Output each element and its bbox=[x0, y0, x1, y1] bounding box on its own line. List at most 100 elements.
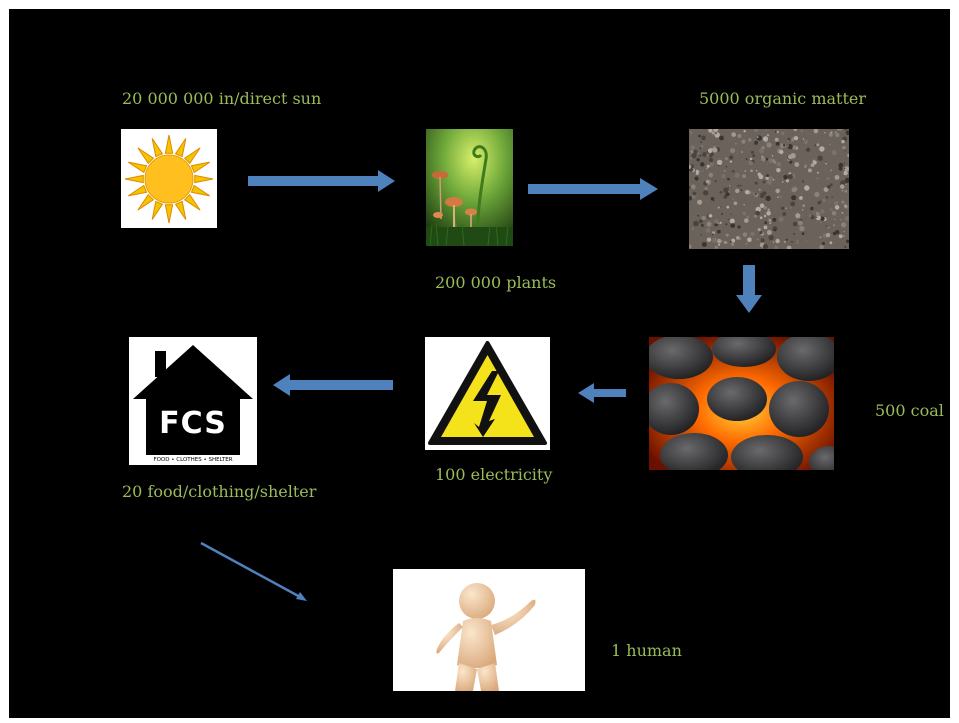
soil-grain bbox=[791, 138, 795, 142]
organic-label: 5000 organic matter bbox=[699, 89, 867, 108]
soil-grain bbox=[843, 162, 846, 165]
soil-grain bbox=[787, 145, 789, 147]
soil-grain bbox=[808, 214, 812, 218]
soil-grain bbox=[833, 224, 835, 226]
soil-grain bbox=[710, 152, 714, 156]
plants-photo bbox=[426, 129, 513, 246]
soil-grain bbox=[742, 232, 748, 237]
soil-grain bbox=[755, 210, 760, 216]
soil-grain bbox=[759, 203, 765, 208]
soil-grain bbox=[758, 174, 764, 180]
soil-grain bbox=[825, 232, 831, 238]
soil-grain bbox=[715, 132, 717, 135]
soil-grain bbox=[730, 223, 736, 228]
soil-grain bbox=[844, 245, 847, 249]
soil-grain bbox=[772, 159, 776, 163]
soil-grain bbox=[725, 192, 730, 197]
soil-grain bbox=[775, 238, 780, 244]
sun-label: 20 000 000 in/direct sun bbox=[122, 89, 322, 108]
soil-grain bbox=[772, 241, 775, 243]
soil-grain bbox=[810, 206, 814, 211]
soil-grain bbox=[693, 220, 699, 227]
soil-grain bbox=[845, 130, 849, 136]
soil-grain bbox=[833, 218, 836, 221]
soil-grain bbox=[835, 133, 840, 137]
soil-grain bbox=[727, 177, 730, 181]
soil-grain bbox=[790, 201, 796, 207]
soil-grain bbox=[726, 205, 730, 209]
soil-grain bbox=[746, 215, 750, 219]
soil-grain bbox=[844, 177, 849, 183]
soil-grain bbox=[844, 189, 848, 193]
soil-grain bbox=[701, 242, 707, 247]
soil-grain bbox=[838, 166, 843, 171]
sun-ray bbox=[151, 200, 164, 220]
soil-grain bbox=[764, 221, 768, 225]
soil-grain bbox=[765, 195, 771, 201]
soil-grain bbox=[814, 144, 817, 147]
soil-grain bbox=[708, 157, 714, 163]
soil-grain bbox=[805, 147, 811, 152]
soil-grain bbox=[837, 129, 840, 131]
soil-grain bbox=[766, 179, 772, 185]
soil-grain bbox=[763, 214, 767, 218]
soil-grain bbox=[700, 162, 705, 167]
soil-grain bbox=[821, 242, 825, 245]
soil-grain bbox=[827, 226, 830, 230]
soil-grain bbox=[691, 153, 697, 159]
soil-grain bbox=[771, 155, 774, 157]
soil-grain bbox=[842, 145, 846, 150]
soil-grain bbox=[833, 201, 839, 206]
sun-ray bbox=[174, 200, 187, 220]
soil-grain bbox=[728, 186, 730, 188]
soil-grain bbox=[841, 190, 844, 192]
soil-grain bbox=[748, 160, 754, 166]
soil-grain bbox=[717, 229, 721, 234]
soil-grain bbox=[700, 141, 703, 144]
soil-grain bbox=[768, 219, 772, 222]
sun-ray bbox=[183, 193, 201, 211]
soil-grain bbox=[813, 129, 819, 134]
soil-grain bbox=[814, 191, 820, 198]
soil-grain bbox=[706, 237, 712, 242]
soil-grain bbox=[735, 248, 737, 249]
soil-grain bbox=[745, 190, 750, 195]
soil-grain bbox=[706, 221, 712, 227]
soil-grain bbox=[697, 152, 700, 154]
soil-grain bbox=[825, 225, 828, 227]
soil-grain bbox=[845, 183, 847, 185]
soil-grain bbox=[728, 140, 731, 142]
electricity-label: 100 electricity bbox=[435, 465, 553, 484]
sun-ray bbox=[137, 193, 155, 211]
soil-grain bbox=[825, 162, 827, 165]
soil-grain bbox=[819, 236, 822, 239]
soil-grain bbox=[733, 201, 738, 206]
soil-grain bbox=[773, 229, 777, 232]
soil-grain bbox=[774, 131, 777, 133]
sun-ray bbox=[128, 184, 148, 197]
soil-grain bbox=[761, 155, 764, 158]
soil-grain bbox=[819, 146, 825, 152]
soil-grain bbox=[766, 163, 768, 165]
soil-grain bbox=[787, 144, 793, 150]
soil-grain bbox=[711, 131, 715, 135]
soil-grain bbox=[699, 154, 702, 157]
soil-grain bbox=[762, 180, 766, 184]
soil-grain bbox=[842, 235, 845, 238]
soil-grain bbox=[725, 157, 728, 160]
soil-grain bbox=[735, 153, 737, 155]
soil-grain bbox=[735, 142, 737, 145]
soil-grain bbox=[844, 166, 849, 172]
soil-grain bbox=[785, 179, 789, 183]
soil-grain bbox=[696, 158, 700, 162]
soil-grain bbox=[718, 243, 721, 246]
soil-grain bbox=[780, 145, 784, 149]
soil-grain bbox=[697, 199, 703, 205]
soil-grain bbox=[720, 212, 724, 216]
soil-grain bbox=[776, 130, 779, 134]
soil-grain bbox=[762, 136, 769, 142]
soil-grain bbox=[841, 139, 845, 144]
soil-grain bbox=[800, 192, 803, 195]
soil-grain bbox=[731, 238, 736, 243]
soil-grain bbox=[802, 204, 805, 207]
